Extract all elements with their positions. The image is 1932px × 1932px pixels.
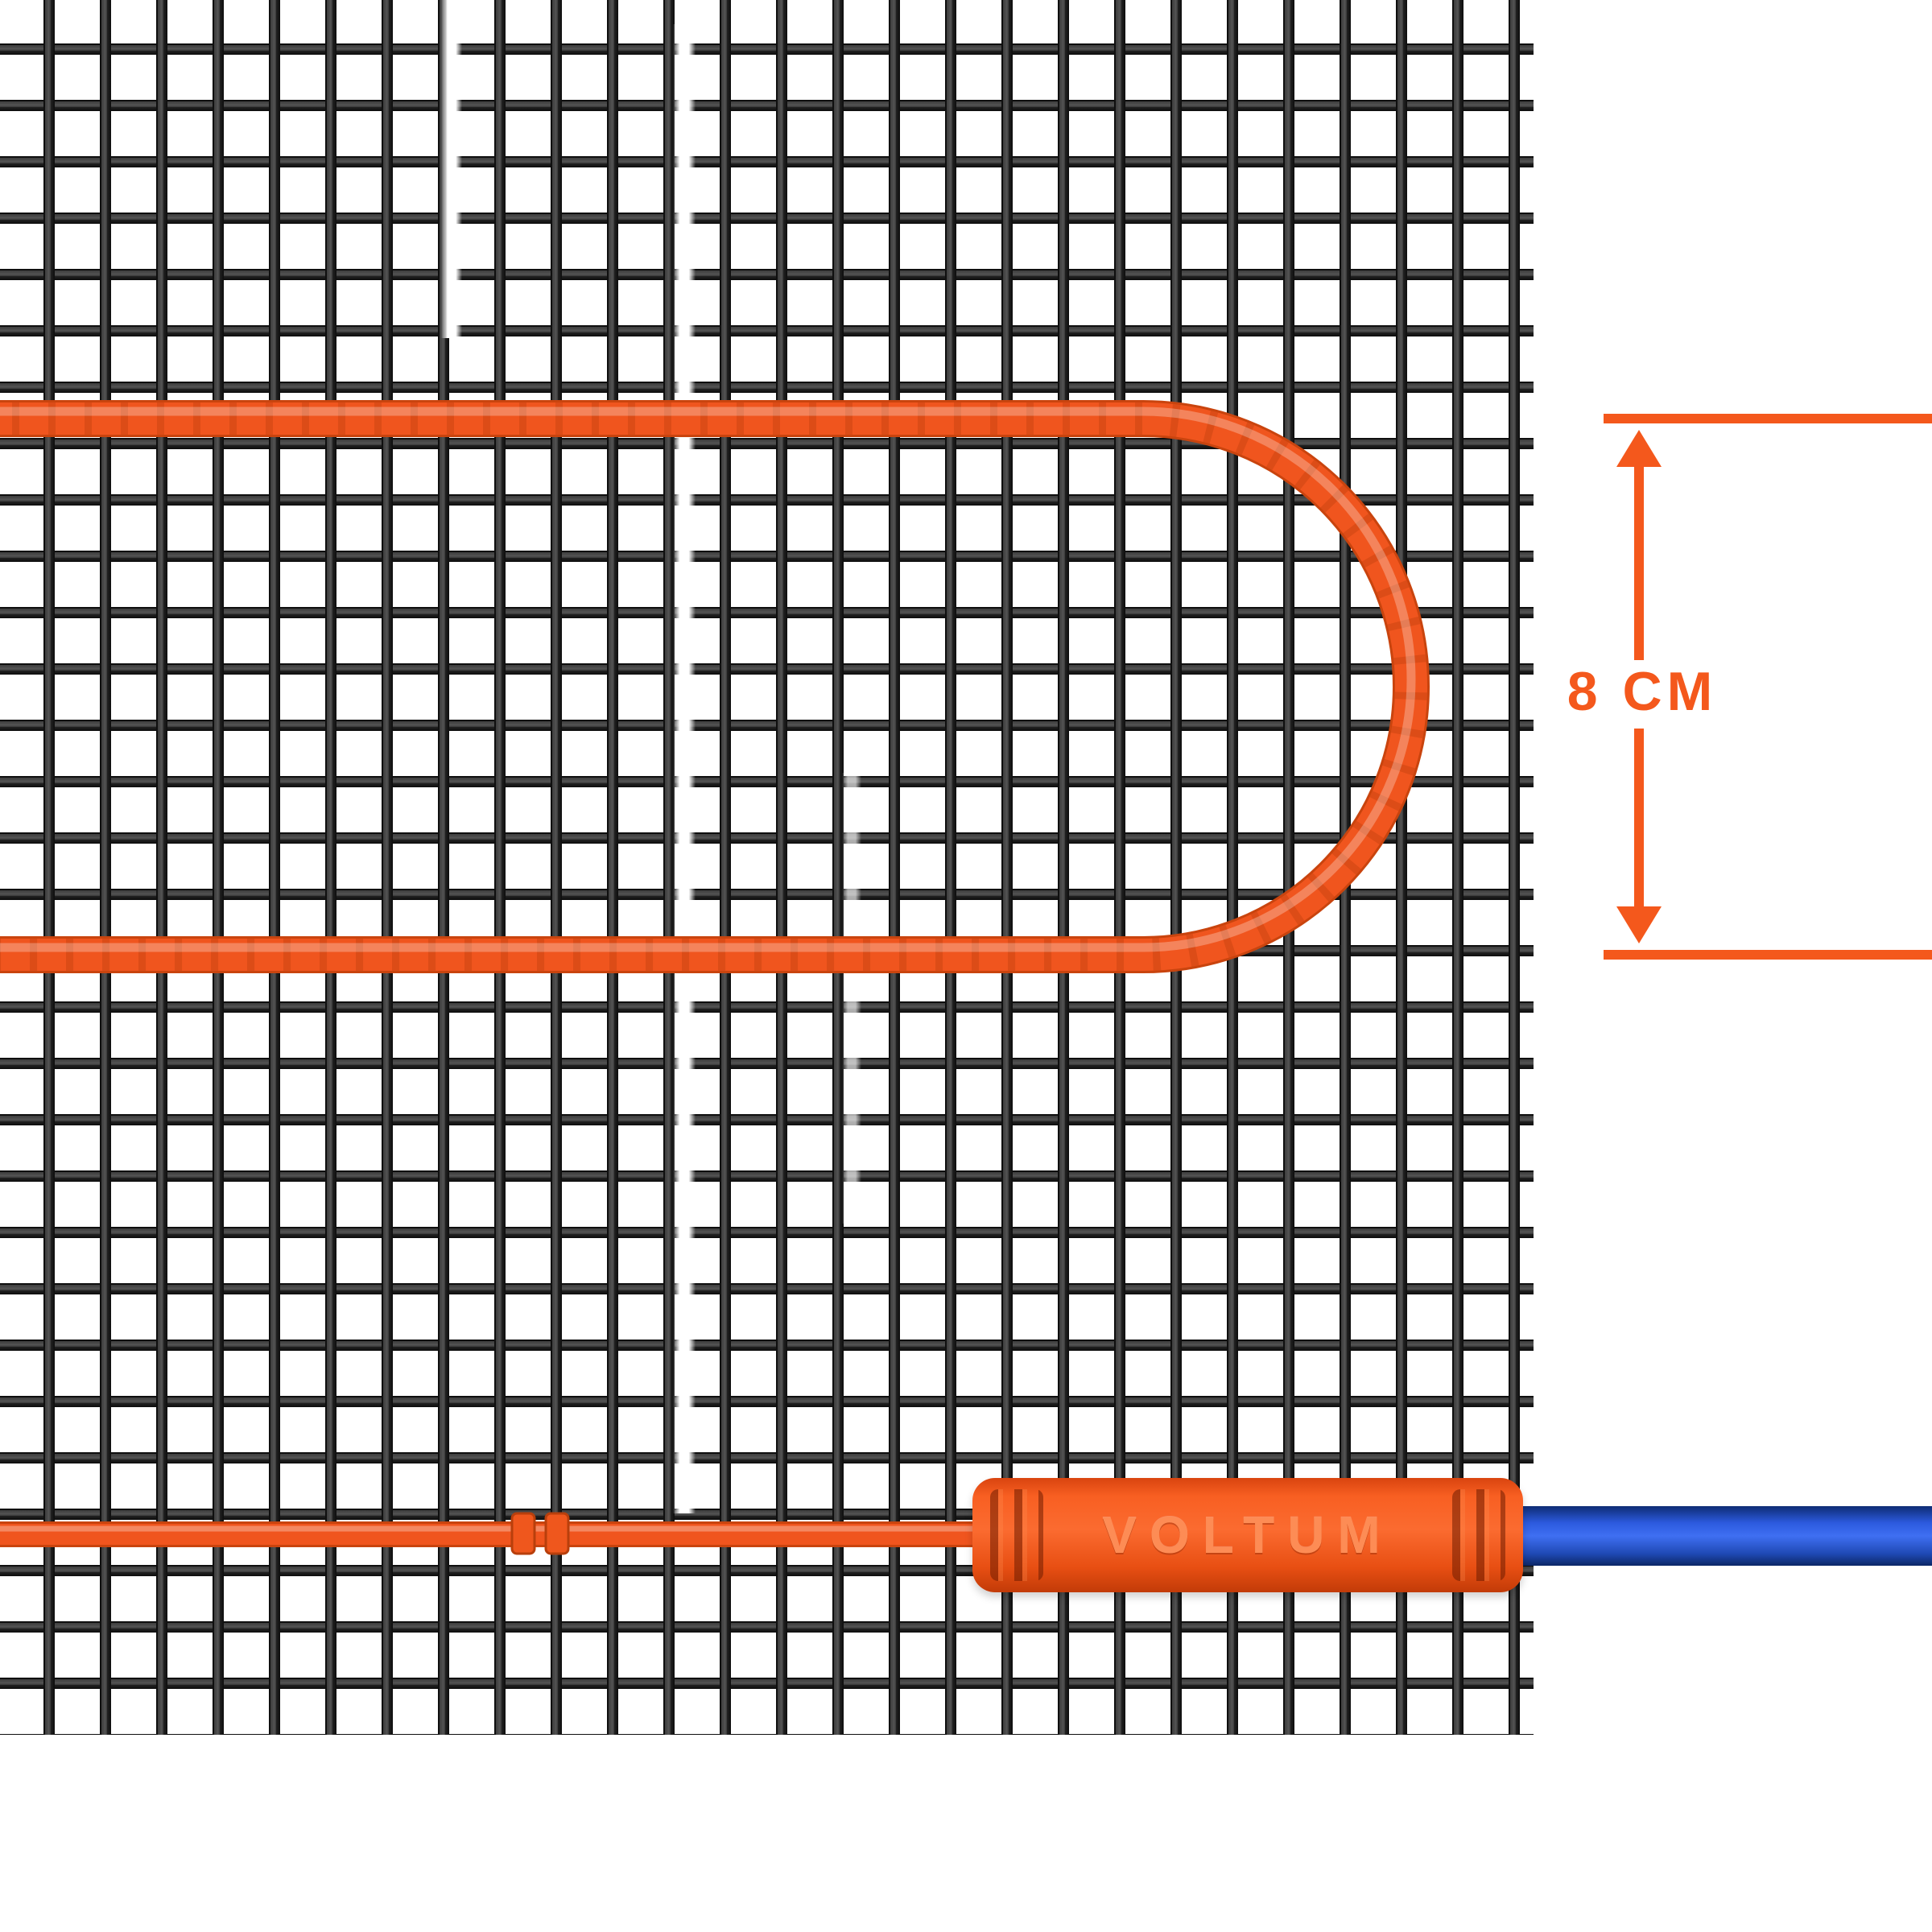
connector-ribs-left — [990, 1489, 1043, 1581]
cable-clip — [510, 1512, 536, 1555]
cable-connector: VOLTUM — [972, 1478, 1523, 1592]
cable-clip — [544, 1512, 570, 1555]
wire-mesh-grid — [0, 0, 1534, 1735]
connector-ribs-right — [1452, 1489, 1505, 1581]
heating-cable-edge — [0, 400, 1430, 973]
brand-label: VOLTUM — [1102, 1506, 1393, 1564]
heating-cable-wrap-texture — [0, 402, 1427, 971]
power-cord — [1517, 1506, 1932, 1566]
heating-cable-highlight — [0, 407, 1416, 952]
heating-cable-loop — [0, 402, 1427, 971]
